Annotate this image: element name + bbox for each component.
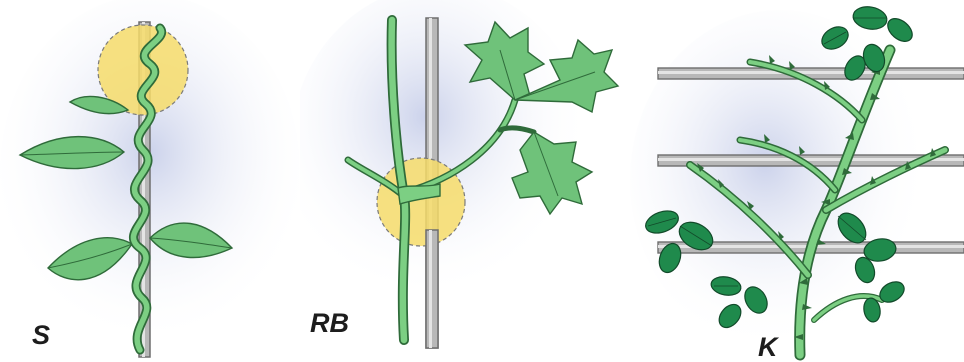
panel-label-s: S	[32, 322, 50, 349]
panel-stem-twiner: S	[0, 0, 300, 362]
panel-thorn-scrambler: K	[630, 0, 964, 362]
thorn-scrambler-illustration	[630, 0, 964, 362]
panel-root-climber: RB	[300, 0, 630, 362]
panel-label-k: K	[758, 334, 778, 361]
stem-twiner-illustration	[0, 0, 300, 362]
root-climber-illustration	[300, 0, 630, 362]
panel-label-rb: RB	[310, 310, 349, 337]
